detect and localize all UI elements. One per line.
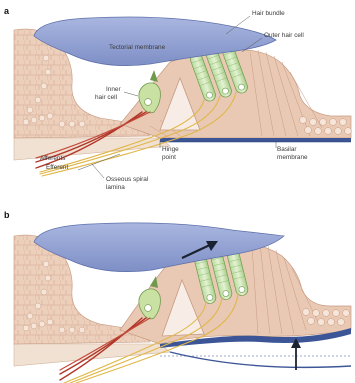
inner-hair-cell: [139, 70, 161, 113]
panel-a-label: a: [4, 6, 10, 16]
basilar-membrane-underside: [170, 352, 351, 367]
panel-b: b: [4, 210, 351, 383]
label-hair-bundle: Hair bundle: [252, 10, 285, 17]
panel-b-label: b: [4, 210, 10, 220]
label-inner-hair-cell-line2: hair cell: [95, 94, 117, 101]
basilar-membrane: [160, 138, 351, 142]
label-inner-hair-cell-line1: Inner: [106, 86, 121, 93]
label-afferents: Afferents: [40, 155, 65, 162]
panel-a: a: [4, 6, 351, 191]
label-osseous-spiral-lamina-line2: lamina: [106, 184, 125, 191]
label-efferent: Efferent: [46, 164, 68, 171]
label-hinge-point-line1: Hinge: [162, 146, 179, 153]
label-osseous-spiral-lamina-line1: Osseous spiral: [106, 176, 148, 183]
label-tectorial-membrane: Tectorial membrane: [109, 44, 166, 51]
label-outer-hair-cell: Outer hair cell: [264, 32, 304, 39]
label-basilar-membrane-line1: Basilar: [277, 146, 297, 153]
inner-hair-bundle: [150, 70, 158, 82]
label-hinge-point-line2: point: [162, 154, 176, 161]
label-basilar-membrane-line2: membrane: [277, 154, 308, 161]
